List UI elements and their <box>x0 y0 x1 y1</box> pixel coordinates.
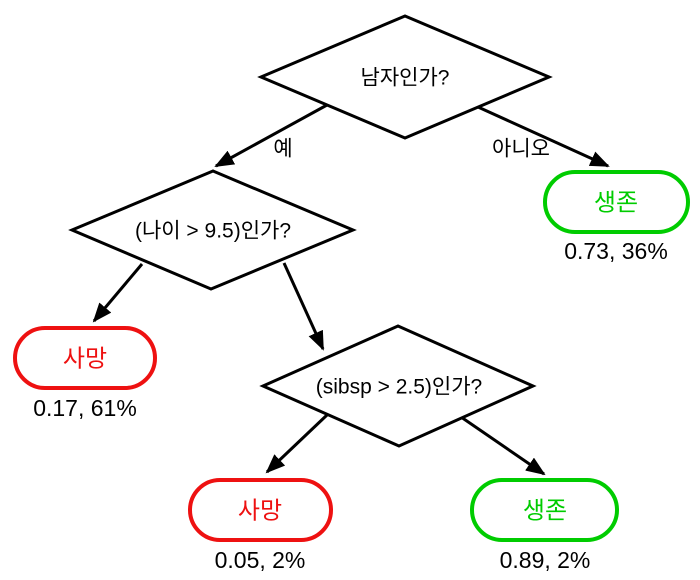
branch-label-yes: 예 <box>273 138 292 161</box>
edge-no-arrow <box>477 105 610 168</box>
leaf-died-bottom-shape <box>188 478 333 542</box>
leaf-died-bottom-label: 사망 <box>238 498 282 525</box>
leaf-survived-top-shape <box>543 170 690 234</box>
edge-age-no-arrow <box>282 262 325 351</box>
leaf-survived-top: 생존 0.73, 36% <box>543 170 690 264</box>
branch-label-no: 아니오 <box>492 138 550 161</box>
root-node-question: 남자인가? <box>361 67 450 90</box>
leaf-died-bottom-stats: 0.05, 2% <box>215 547 306 573</box>
age-node-question: (나이 > 9.5)인가? <box>135 220 291 243</box>
edges <box>92 103 610 476</box>
root-node-shape <box>257 14 553 140</box>
leaf-died-left-label: 사망 <box>63 346 107 373</box>
leaf-died-left: 사망 0.17, 61% <box>13 326 157 421</box>
age-node: (나이 > 9.5)인가? <box>68 169 357 291</box>
leaf-survived-top-stats: 0.73, 36% <box>564 238 668 264</box>
edge-sibsp-yes-arrow <box>265 413 329 474</box>
leaf-survived-bottom-label: 생존 <box>523 498 567 525</box>
edge-sibsp-no-arrow <box>460 415 546 476</box>
leaf-survived-bottom: 생존 0.89, 2% <box>470 478 619 573</box>
leaf-died-left-shape <box>13 326 157 390</box>
edge-yes-arrow <box>214 103 328 168</box>
leaf-survived-top-label: 생존 <box>594 190 638 217</box>
sibsp-node-question: (sibsp > 2.5)인가? <box>316 376 482 399</box>
age-node-shape <box>68 169 357 291</box>
sibsp-node-shape <box>259 324 537 448</box>
leaf-died-left-stats: 0.17, 61% <box>33 395 137 421</box>
root-node: 남자인가? <box>257 14 553 140</box>
sibsp-node: (sibsp > 2.5)인가? <box>259 324 537 448</box>
edge-age-yes-arrow <box>92 263 144 323</box>
leaf-survived-bottom-shape <box>470 478 619 542</box>
leaf-survived-bottom-stats: 0.89, 2% <box>500 547 591 573</box>
leaf-died-bottom: 사망 0.05, 2% <box>188 478 333 573</box>
